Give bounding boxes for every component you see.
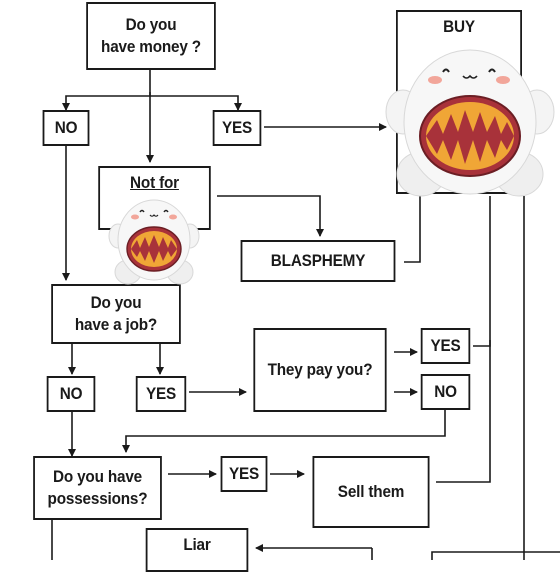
connector-arrows [51, 70, 560, 560]
node-not-for-label: Not for [130, 173, 179, 192]
arrow-money-yes [150, 95, 242, 111]
plush-toy-large-icon [385, 49, 555, 197]
line-sell-buy [436, 340, 491, 483]
question-have-job: Do you have a job? [51, 284, 181, 344]
answer-job-yes: YES [135, 376, 187, 412]
answer-money-no: NO [42, 110, 90, 146]
arrow-money-no [62, 92, 151, 111]
question-they-pay-you: They pay you? [253, 328, 387, 412]
result-blasphemy-label: BLASPHEMY [270, 250, 366, 270]
result-liar-label: Liar [183, 535, 211, 554]
question-have-money-line2: have money ? [101, 37, 201, 56]
answer-money-yes-label: YES [221, 117, 253, 137]
answer-money-yes: YES [212, 110, 262, 146]
answer-job-yes-label: YES [145, 383, 177, 403]
result-sell-them-label: Sell them [337, 481, 405, 501]
arrow-payno-poss [122, 410, 446, 453]
line-payyes-buy [473, 196, 491, 347]
result-liar: Liar [145, 528, 249, 572]
question-have-job-line1: Do you [90, 292, 142, 312]
answer-pay-yes-label: YES [430, 335, 461, 355]
line-blasphemy-buy [404, 196, 421, 263]
plush-toy-small-icon [108, 199, 200, 285]
question-have-possessions-line1: Do you have [52, 466, 142, 486]
answer-possessions-yes-label: YES [228, 463, 260, 483]
answer-pay-yes: YES [420, 328, 471, 364]
question-have-possessions-line2: possessions? [47, 489, 148, 508]
result-buy-label: BUY [443, 17, 475, 36]
answer-job-no-label: NO [59, 383, 83, 403]
question-have-job-line2: have a job? [74, 315, 158, 334]
answer-job-no: NO [46, 376, 96, 412]
question-have-possessions: Do you have possessions? [33, 456, 162, 520]
question-have-money-line1: Do you [125, 14, 177, 34]
result-sell-them: Sell them [312, 456, 430, 528]
result-blasphemy: BLASPHEMY [240, 240, 396, 282]
answer-pay-no: NO [420, 374, 471, 410]
question-have-money: Do you have money ? [86, 2, 216, 70]
question-they-pay-you-label: They pay you? [267, 359, 373, 379]
partial-box-edge [431, 551, 560, 560]
answer-pay-no-label: NO [434, 381, 457, 401]
answer-money-no-label: NO [54, 117, 78, 137]
answer-possessions-yes: YES [220, 456, 268, 492]
arrow-notfor-blasphemy [217, 195, 324, 237]
